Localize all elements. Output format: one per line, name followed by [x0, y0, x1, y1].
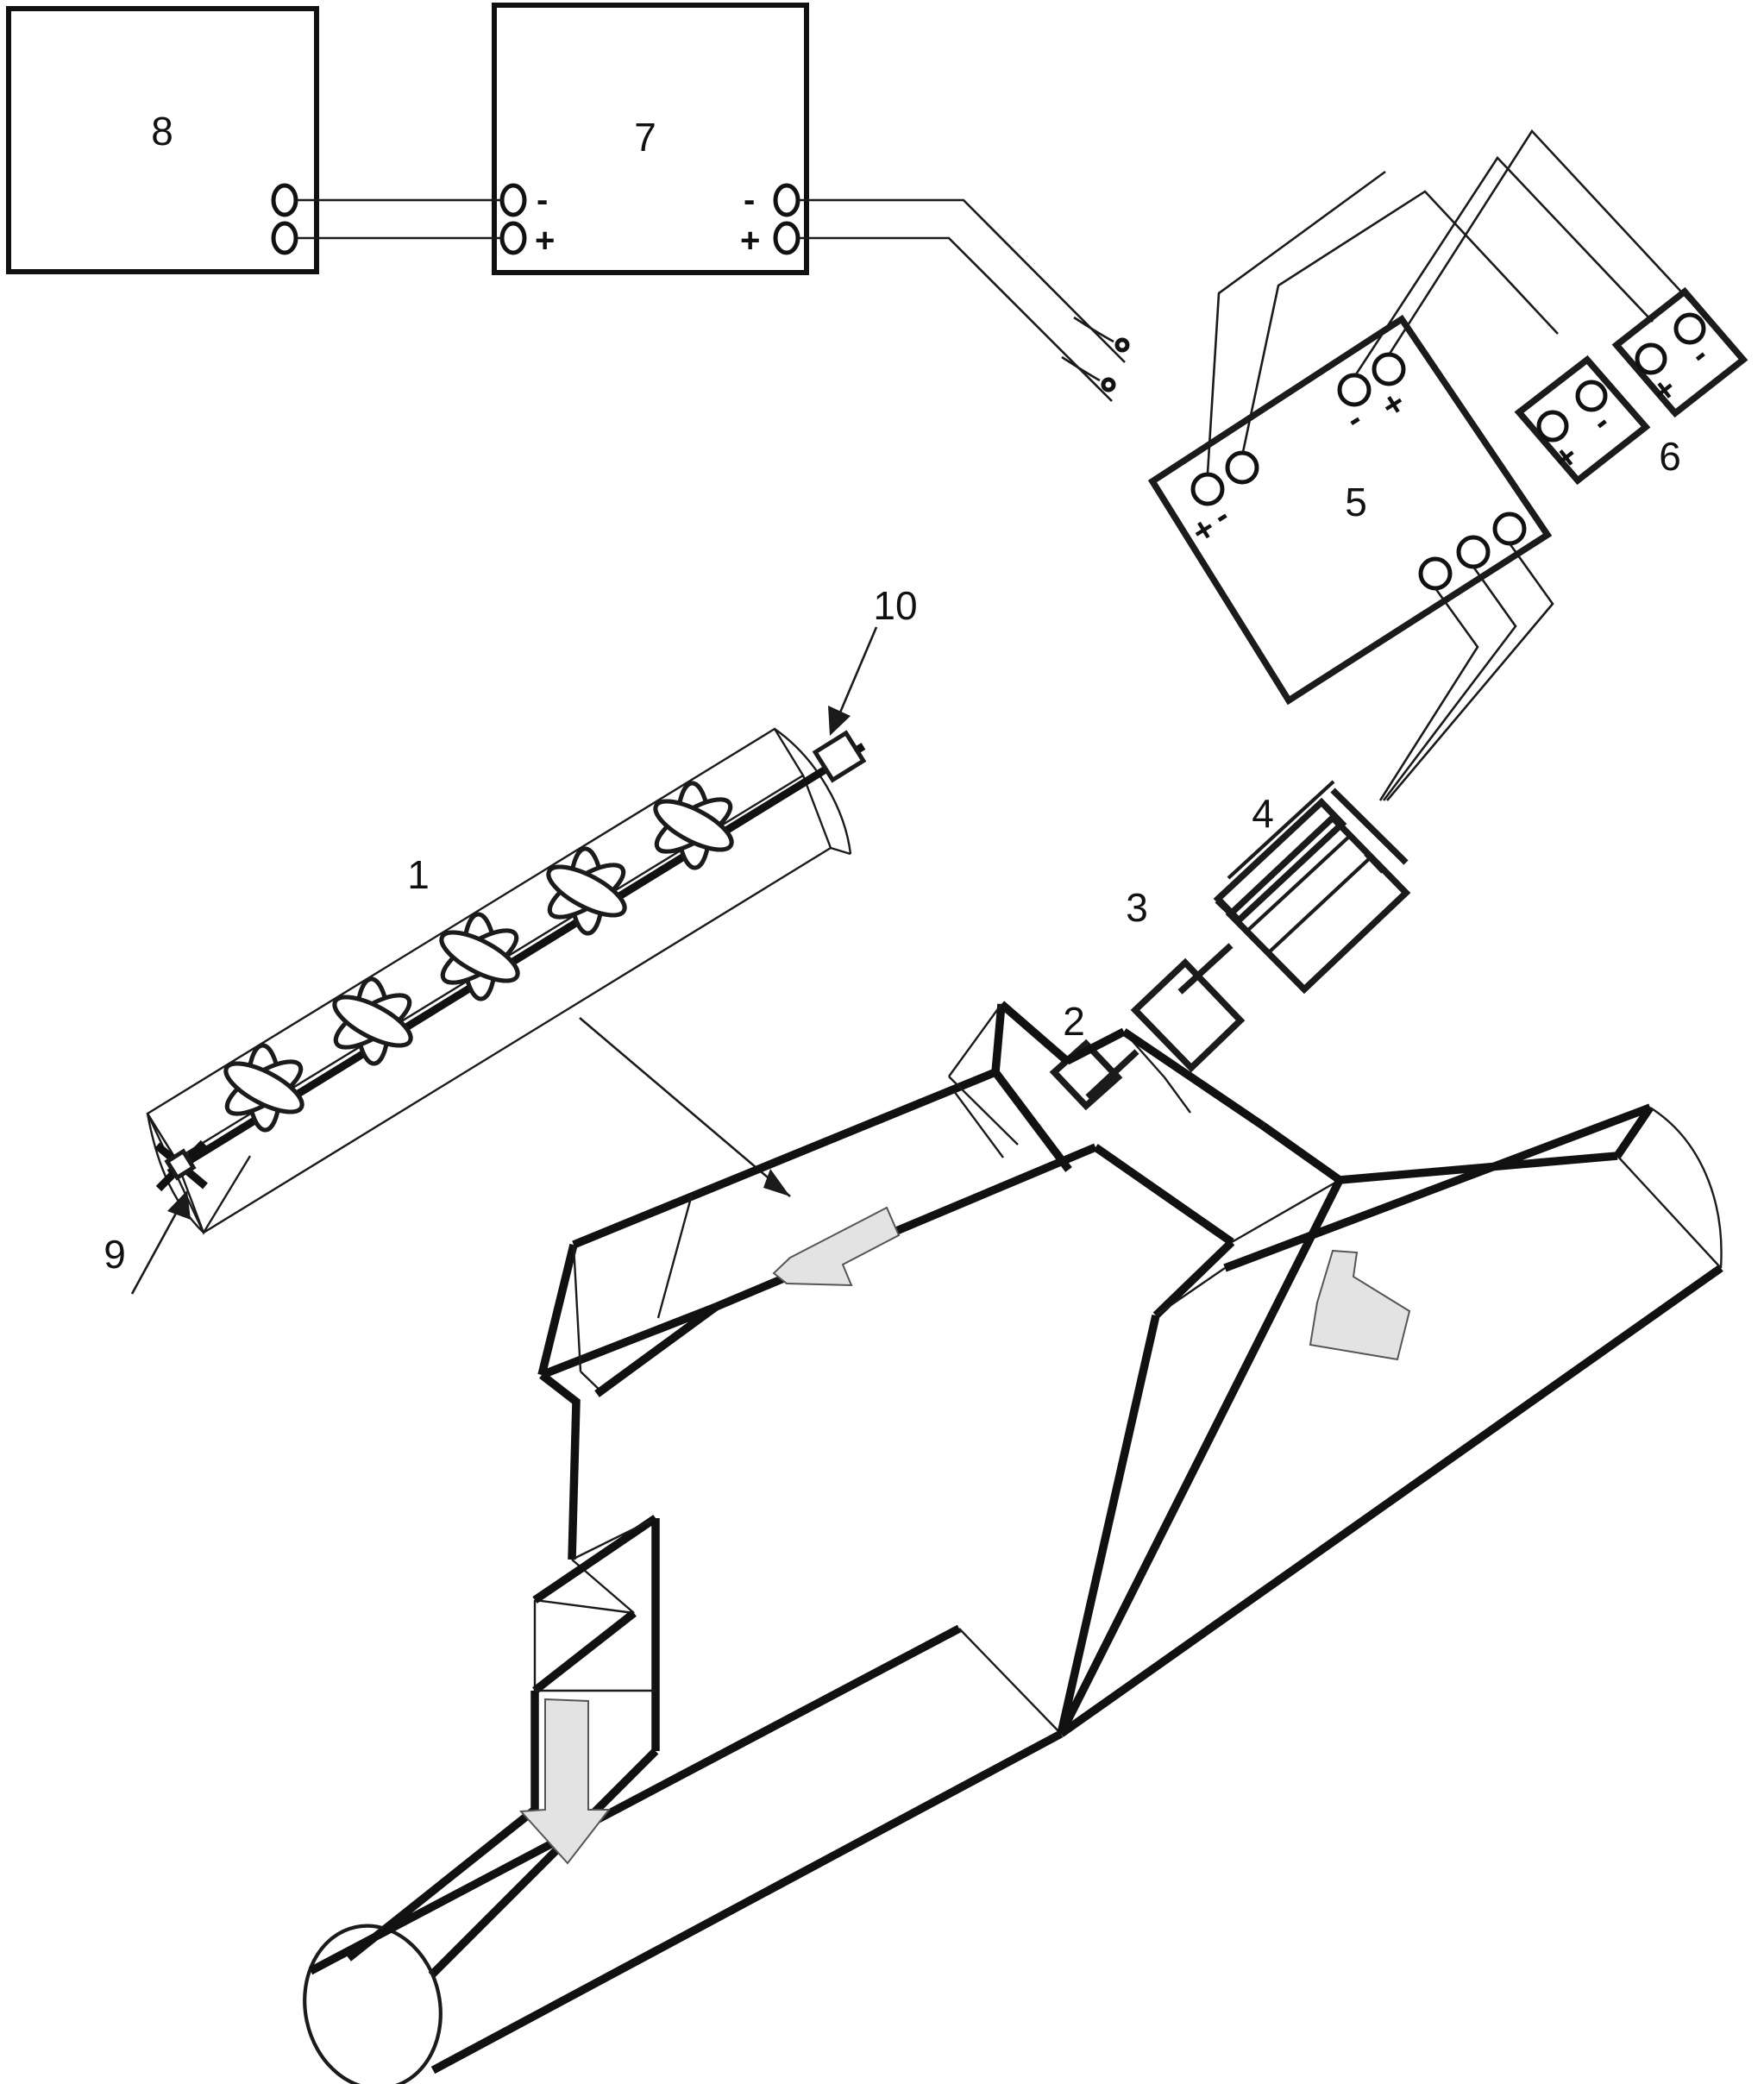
module-3[interactable]	[1130, 957, 1246, 1073]
control-5-terminal-low-3[interactable]	[1492, 512, 1527, 546]
sign-box7-right-plus: +	[740, 222, 760, 260]
turbine-1-end-rotor	[154, 1139, 208, 1192]
label-2: 2	[1063, 999, 1085, 1044]
label-6: 6	[1659, 434, 1681, 479]
control-5-terminal-tr-minus[interactable]	[1337, 373, 1372, 407]
switch-contact-lower[interactable]	[1101, 377, 1116, 392]
battery-6-right-terminal-plus[interactable]	[1635, 342, 1667, 375]
wires-control5-batteries6	[1206, 129, 1692, 474]
turbine-1-rotor-5	[653, 781, 734, 870]
flow-arrow-upper-duct	[772, 1206, 901, 1287]
sign-battery-right-minus: -	[1683, 336, 1716, 373]
flow-arrow-right-inlet	[1309, 1249, 1411, 1361]
sign-box7-left-plus: +	[535, 222, 555, 260]
sign-battery-left-minus: -	[1585, 404, 1617, 441]
sign-battery-left-plus: +	[1547, 436, 1585, 479]
label-8: 8	[151, 109, 173, 154]
wires-box8-box7	[297, 198, 502, 240]
battery-6-left-body	[1514, 355, 1651, 486]
label-5: 5	[1345, 480, 1367, 524]
control-unit-5-body	[1147, 314, 1553, 706]
box-8[interactable]	[6, 6, 319, 274]
control-5-terminal-low-2[interactable]	[1456, 535, 1491, 569]
battery-6-left-terminal-minus[interactable]	[1575, 380, 1608, 412]
turbine-1-rotor-3	[439, 912, 520, 1001]
label-9: 9	[104, 1232, 126, 1277]
wires-box7-control5	[798, 198, 1130, 402]
sign-box7-right-minus: -	[744, 181, 755, 219]
turbine-1-rotor-4	[546, 846, 627, 936]
control-5-terminal-tl-plus[interactable]	[1190, 472, 1225, 506]
box-7-terminal-left-plus[interactable]	[499, 221, 527, 255]
control-unit-5[interactable]	[1147, 314, 1553, 706]
box-8-terminal-top[interactable]	[271, 183, 298, 217]
leader-label-9	[130, 1190, 191, 1295]
shaft-end-coupling-9	[164, 1148, 197, 1181]
flow-arrow-outlet	[518, 1698, 612, 1865]
box-7-terminal-right-plus[interactable]	[773, 221, 800, 255]
control-5-terminal-tl-minus[interactable]	[1225, 450, 1259, 485]
module-3-body	[1130, 957, 1246, 1073]
battery-6-right-terminal-minus[interactable]	[1673, 312, 1706, 345]
turbine-1[interactable]	[146, 727, 867, 1235]
label-3: 3	[1126, 885, 1148, 930]
outlet-pipe-end	[303, 1924, 443, 2084]
grid-unit-4-frame	[1225, 813, 1411, 995]
box-8-outline	[6, 6, 319, 274]
inline-switch[interactable]	[1061, 316, 1130, 392]
sign-box7-left-minus: -	[537, 181, 548, 219]
label-10: 10	[873, 583, 917, 628]
control-5-terminal-low-1[interactable]	[1418, 556, 1453, 591]
label-1: 1	[407, 852, 430, 897]
sign-battery-right-plus: +	[1645, 369, 1684, 411]
box-7-outline	[492, 3, 809, 275]
box-7-terminal-left-minus[interactable]	[499, 183, 527, 217]
label-7: 7	[634, 115, 656, 160]
control-5-terminal-tr-plus[interactable]	[1372, 352, 1406, 386]
grid-unit-4[interactable]	[1213, 780, 1411, 995]
leader-label-10	[828, 626, 878, 736]
grid-unit-4-left-rail	[1213, 797, 1347, 926]
switch-contact-upper[interactable]	[1114, 337, 1130, 353]
wires-control5-grid4	[1378, 543, 1554, 801]
batteries-6[interactable]	[1514, 286, 1748, 486]
sign-control5-tr-plus: +	[1375, 383, 1412, 426]
battery-6-left-terminal-plus[interactable]	[1536, 410, 1569, 443]
shaft-end-bearing-10	[812, 730, 867, 783]
turbine-1-rotor-2	[332, 976, 413, 1066]
box-7-terminal-right-minus[interactable]	[773, 183, 800, 217]
main-duct	[303, 1001, 1723, 2084]
label-4: 4	[1252, 791, 1274, 836]
connector-grid4-module3	[1177, 943, 1234, 995]
battery-6-right-body	[1611, 286, 1748, 418]
box-8-terminal-bottom[interactable]	[271, 221, 298, 255]
turbine-1-rotor-1	[223, 1043, 304, 1133]
